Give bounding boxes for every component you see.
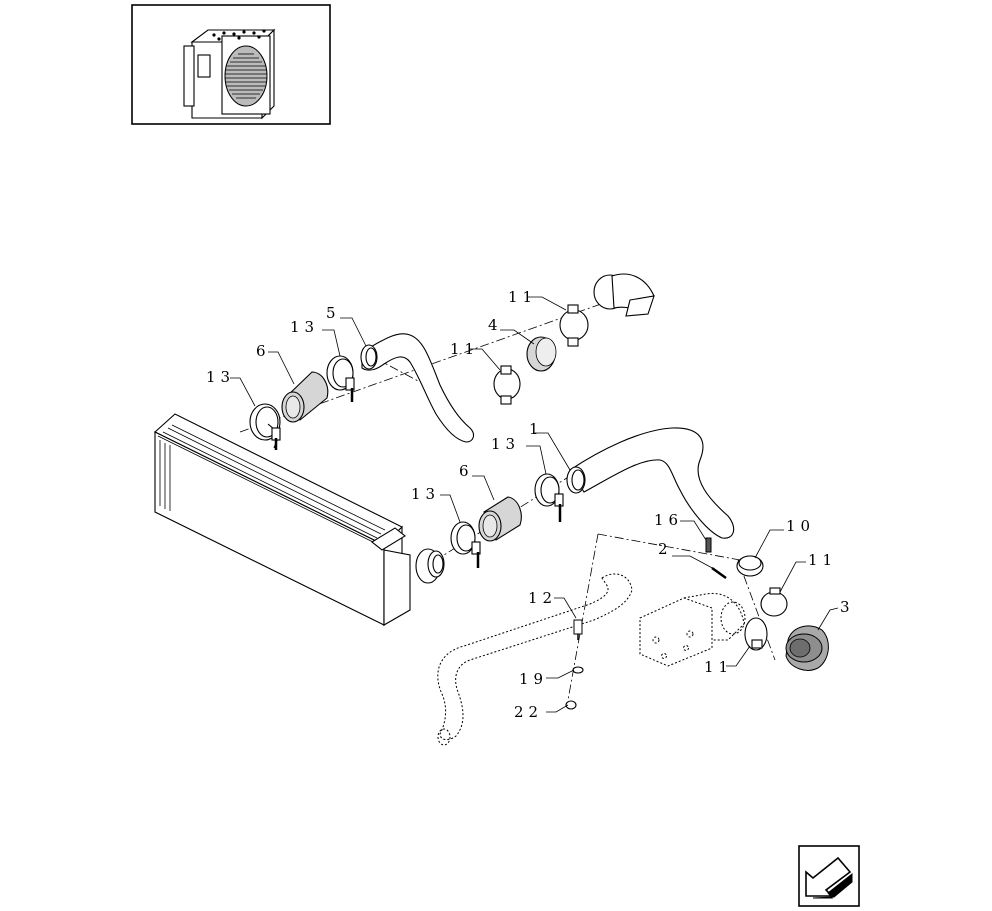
nut-22[interactable] [565,700,577,710]
callout-13-lower-right: 13 [491,435,520,453]
callout-11-right: 11 [808,551,837,569]
hose-sleeve-6-lower[interactable] [478,496,522,542]
intercooler-core[interactable] [154,413,445,627]
hose-clamp-13-upper-left[interactable] [249,403,281,450]
callout-2: 2 [658,540,673,558]
callout-6-lower: 6 [459,462,474,480]
previous-page-arrow-icon[interactable] [798,845,860,907]
callout-12: 12 [528,589,557,607]
callout-11-bottom: 11 [704,658,733,676]
pipe-2[interactable] [711,566,727,580]
hose-clamp-10[interactable] [736,555,764,577]
screw-16[interactable] [705,537,712,553]
hose-sleeve-6-upper[interactable] [281,371,329,423]
hose-clamp-11-right-lower[interactable] [744,617,768,651]
hose-clamp-11-upper[interactable] [559,304,589,347]
dotted-return-pipe[interactable] [437,573,633,746]
turbo-outlet-elbow[interactable] [593,273,655,317]
hose-sleeve-4[interactable] [526,336,557,372]
callout-leaders [230,296,839,713]
callout-11-top: 11 [508,288,537,306]
callout-4: 4 [488,316,503,334]
hose-clamp-13-upper-right[interactable] [326,355,355,402]
hose-clamp-13-lower-right[interactable] [534,473,564,522]
hose-clamp-13-lower-left[interactable] [450,521,481,568]
rubber-elbow-3[interactable] [785,625,829,671]
hose-clamp-11-center[interactable] [493,365,521,405]
callout-5: 5 [326,304,341,322]
callout-6-upper: 6 [256,342,271,360]
dotted-housing-assembly[interactable] [639,592,746,667]
hose-clamp-11-right-upper[interactable] [760,587,788,617]
callout-3: 3 [840,598,855,616]
callout-13-upper-right: 13 [290,318,319,336]
callout-16: 16 [654,511,683,529]
callout-11-center: 11 [450,340,479,358]
radiator-assembly-thumbnail[interactable] [131,4,331,125]
callout-labels: 1 2 3 4 5 6 6 10 11 11 11 11 12 13 13 13… [206,288,855,721]
washer-19[interactable] [572,666,584,674]
callout-10: 10 [786,517,815,535]
callout-13-upper-left: 13 [206,368,235,386]
callout-1: 1 [529,420,544,438]
callout-19: 19 [519,670,548,688]
charge-air-hose-1[interactable] [566,427,735,539]
charge-air-hose-5[interactable] [360,333,475,443]
callout-13-lower-left: 13 [411,485,440,503]
pipe-clamp-12[interactable] [573,619,583,640]
callout-22: 22 [514,703,543,721]
